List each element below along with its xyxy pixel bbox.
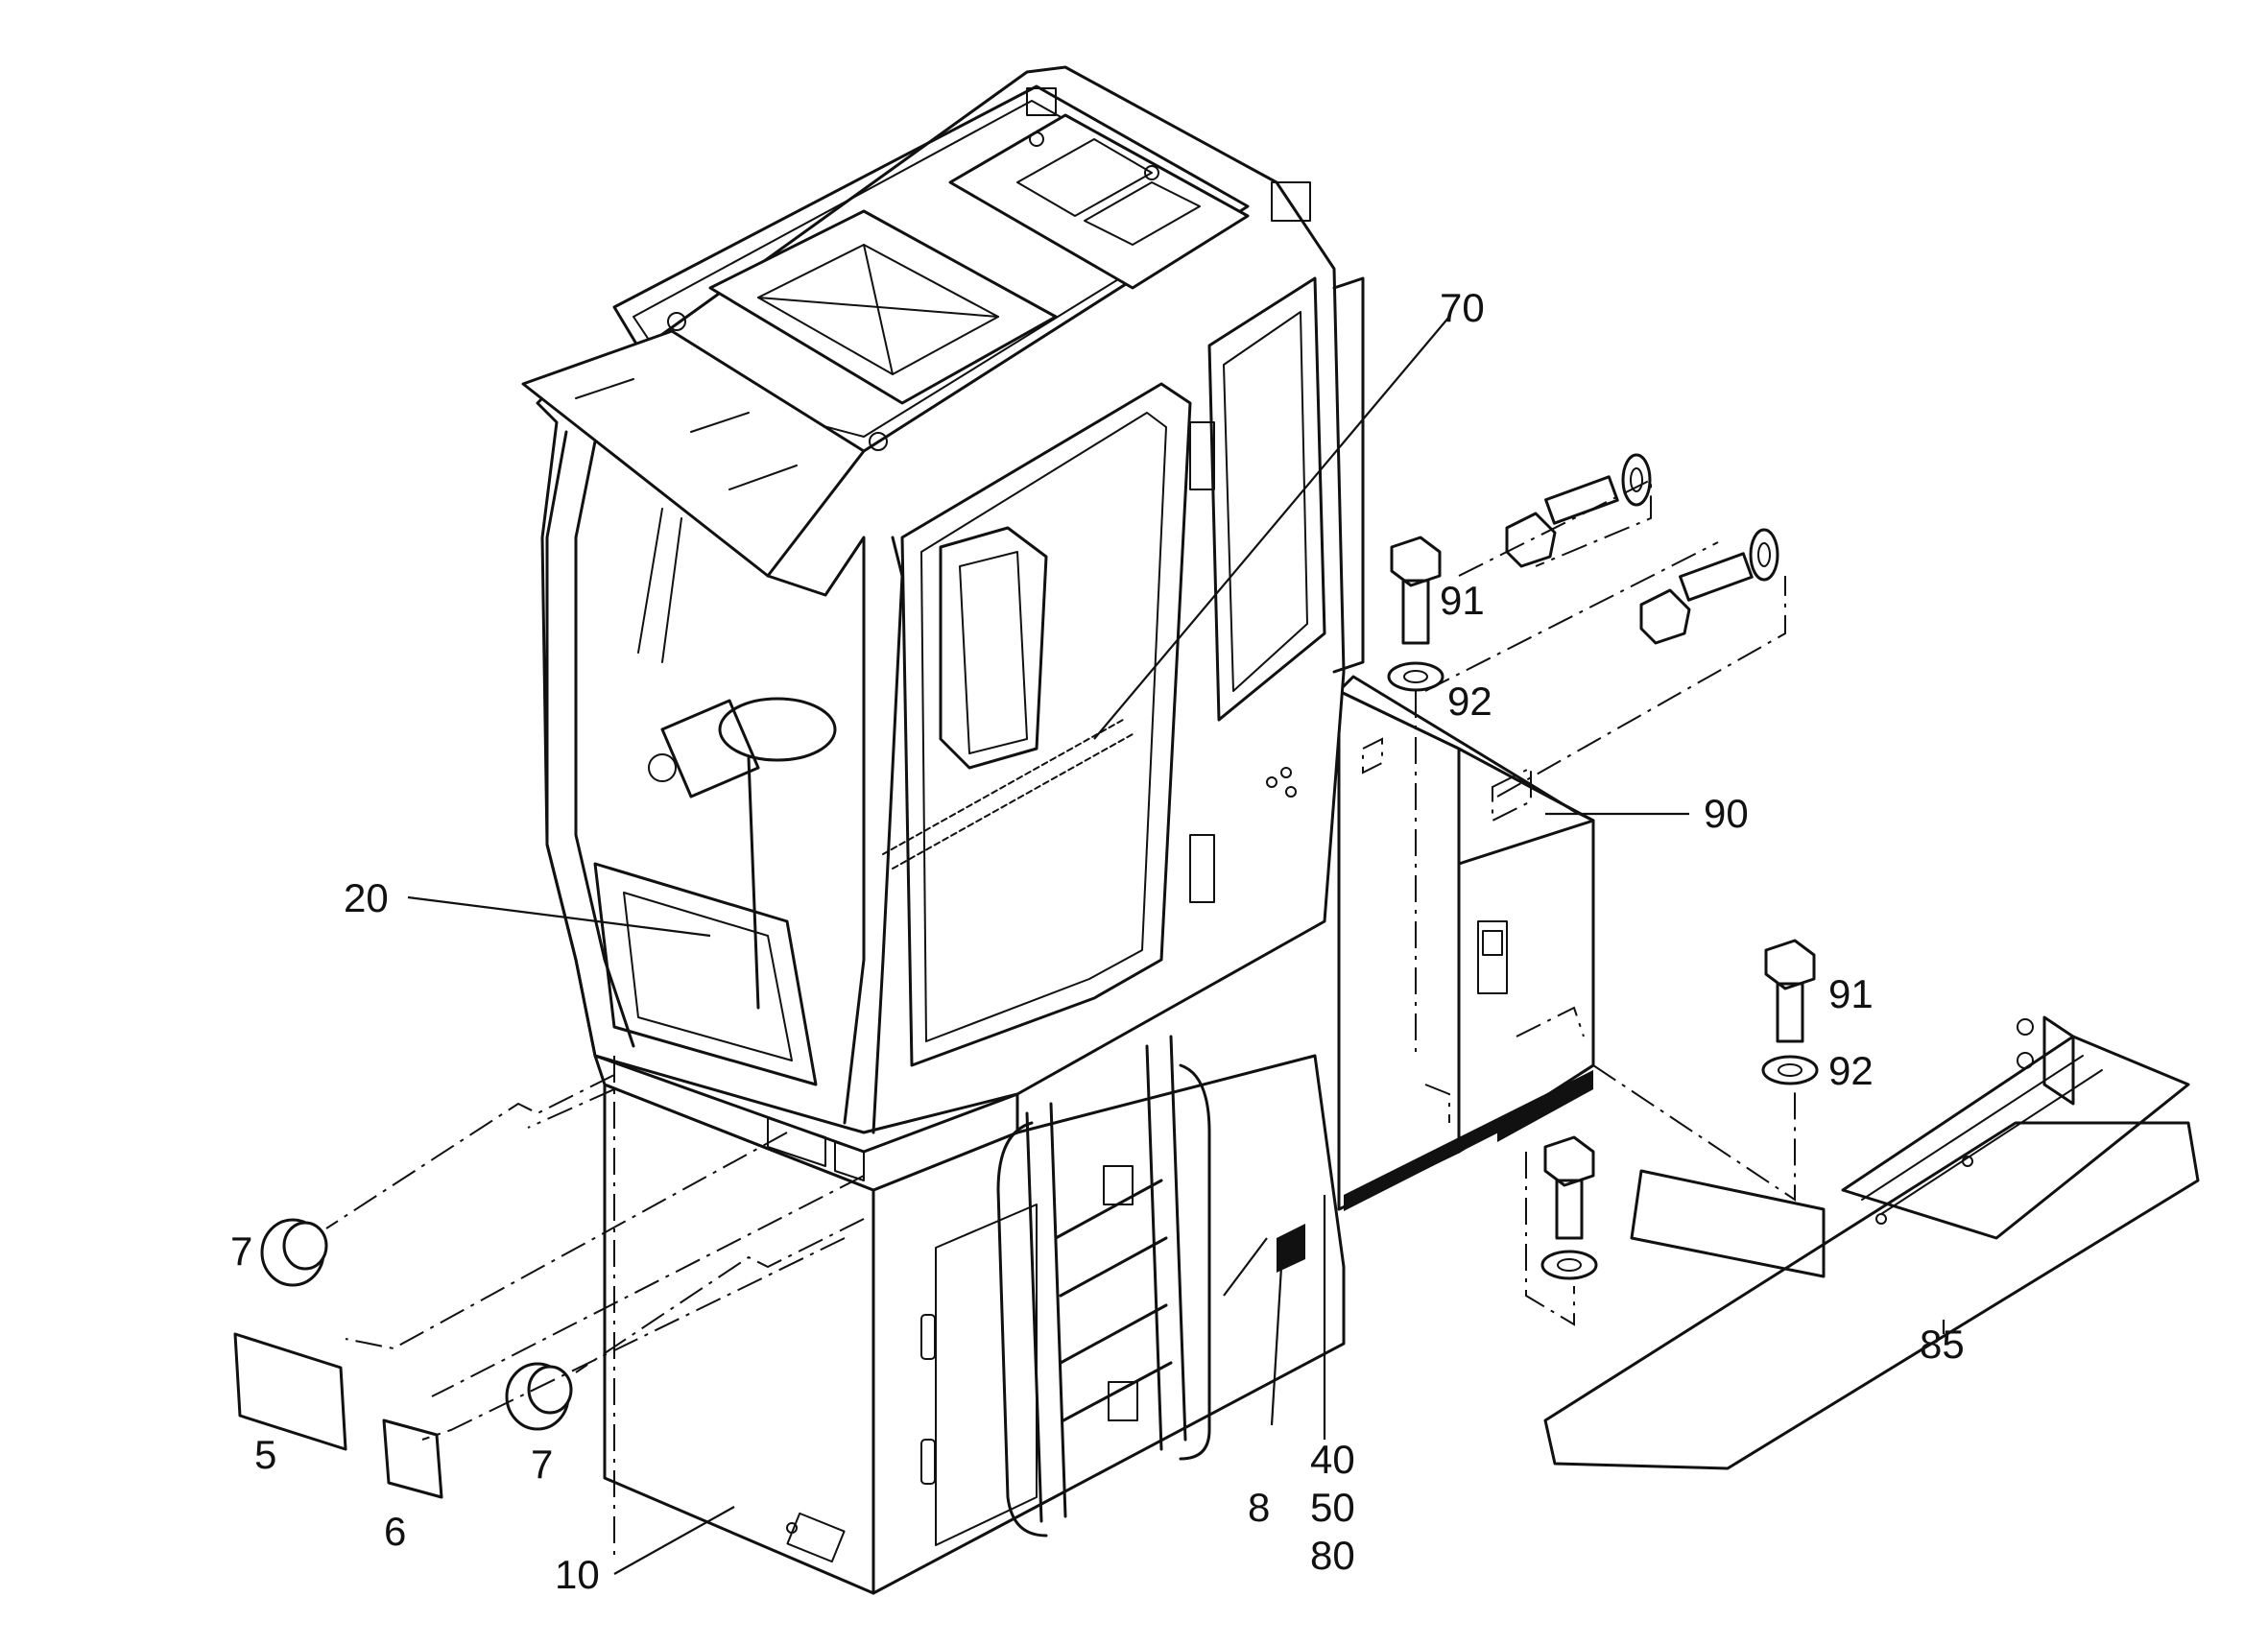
ladder [996, 1035, 1211, 1538]
callout-92-upper: 92 [1447, 679, 1492, 724]
callout-20: 20 [344, 875, 389, 920]
callout-90: 90 [1704, 791, 1749, 836]
roof-panel [948, 87, 1311, 290]
callout-92-lower: 92 [1828, 1048, 1874, 1093]
callout-91-lower: 91 [1828, 971, 1874, 1016]
callout-70: 70 [1440, 285, 1485, 330]
front-glass [521, 329, 866, 578]
callout-7-lower: 7 [531, 1442, 553, 1487]
base-housing [593, 1054, 1346, 1595]
callout-5: 5 [254, 1432, 276, 1477]
roof-hatch [667, 209, 1058, 451]
leader-lines [407, 316, 1946, 1575]
support-rail [1543, 1015, 2200, 1470]
callout-10: 10 [555, 1552, 600, 1597]
washer [1387, 453, 1819, 1280]
callout-85: 85 [1920, 1322, 1965, 1367]
side-pod [1277, 675, 1595, 1273]
callout-labels: 70 91 92 90 20 91 92 7 85 5 7 40 50 80 6… [230, 285, 1965, 1597]
cab-door [900, 382, 1215, 1067]
plug [260, 1218, 573, 1431]
bolt [1390, 475, 1816, 1240]
steering-column [648, 697, 837, 1010]
assembly-lines [325, 478, 1796, 1555]
callout-50: 50 [1310, 1485, 1355, 1530]
callout-40: 40 [1310, 1437, 1355, 1482]
callout-7-upper: 7 [230, 1228, 252, 1274]
callout-6: 6 [384, 1509, 406, 1554]
callout-91-upper: 91 [1440, 578, 1485, 623]
callout-80: 80 [1310, 1533, 1355, 1578]
cab-frame [521, 65, 1365, 1181]
callout-8: 8 [1248, 1485, 1270, 1530]
cover-plate [233, 1332, 443, 1499]
operator-seat [939, 526, 1048, 770]
